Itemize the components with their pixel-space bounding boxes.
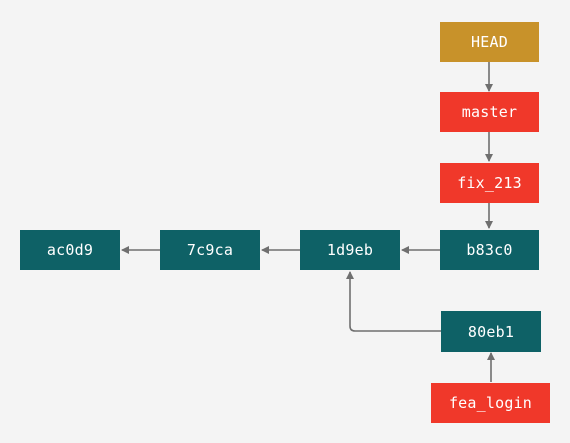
- branch-master-node: master: [440, 92, 539, 132]
- commit-b83c0-node: b83c0: [440, 230, 539, 270]
- commit-7c9ca-node: 7c9ca: [160, 230, 260, 270]
- commit-1d9eb-label: 1d9eb: [326, 241, 374, 259]
- commit-b83c0-label: b83c0: [466, 241, 513, 259]
- branch-fix-213-label: fix_213: [457, 174, 522, 192]
- branch-fea-login-label: fea_login: [448, 394, 533, 412]
- branch-fix-213-node: fix_213: [440, 163, 539, 203]
- branch-master-label: master: [461, 103, 518, 121]
- head-ref-node: HEAD: [440, 22, 539, 62]
- commit-ac0d9-node: ac0d9: [20, 230, 120, 270]
- commit-80eb1-node: 80eb1: [441, 311, 541, 352]
- edge-80eb1-to-1d9eb: [346, 271, 441, 332]
- commit-1d9eb-node: 1d9eb: [300, 230, 400, 270]
- commit-7c9ca-label: 7c9ca: [186, 241, 234, 259]
- commit-ac0d9-label: ac0d9: [46, 241, 94, 259]
- branch-fea-login-node: fea_login: [431, 383, 550, 423]
- head-ref-label: HEAD: [471, 33, 508, 51]
- commit-80eb1-label: 80eb1: [467, 322, 515, 341]
